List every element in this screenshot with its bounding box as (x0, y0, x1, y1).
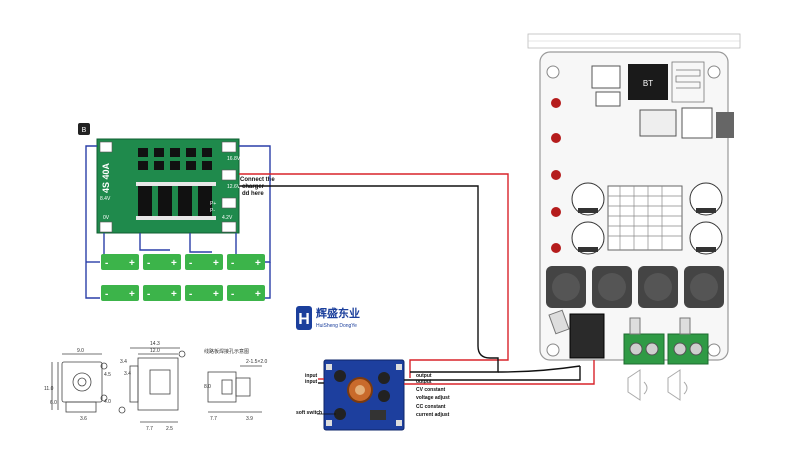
battery-cell (227, 254, 265, 270)
cell-minus: - (231, 258, 234, 269)
inductors (546, 266, 724, 308)
converter-label: current adjust (416, 412, 450, 418)
drawing-note: 线路板焊接孔示意图 (204, 348, 249, 355)
dim-label: 4.0 (104, 399, 111, 405)
dim-label: 9.0 (77, 348, 84, 354)
charger-label-line2: charger (242, 184, 265, 190)
bms-model-label: 4S 40A (101, 162, 111, 193)
converter-label: output (416, 379, 432, 385)
capacitors (571, 182, 723, 255)
dim-label: 2.5 (166, 426, 173, 432)
battery-cell (227, 285, 265, 301)
dimension-labels: 9.0 14.3 12.0 3.4 3.4 4.5 11.0 6.0 4.0 3… (44, 341, 267, 432)
speaker-icons (627, 369, 688, 401)
converter-label: input (305, 379, 318, 385)
power-wires (239, 173, 595, 385)
terminal-label: B- (225, 171, 230, 177)
cell-minus: - (189, 289, 192, 300)
converter-label: soft switch (296, 410, 322, 416)
battery-cells: + + + + + + + + - - - - - - - - (101, 254, 265, 301)
dim-label: 6.0 (50, 400, 57, 406)
battery-cell (101, 254, 139, 270)
dim-label: 8.0 (204, 384, 211, 390)
terminal-label: 12.6V (227, 184, 241, 190)
terminal-label: 0V (103, 215, 110, 221)
dim-label: 7.7 (210, 416, 217, 422)
cell-minus: - (147, 289, 150, 300)
converter-label: voltage adjust (416, 395, 450, 401)
terminal-label: P+ (210, 201, 216, 207)
dim-label: 3.4 (120, 359, 127, 365)
red-indicators (551, 98, 561, 253)
bms-icon: B (78, 123, 90, 135)
logo-brand-en: HuiSheng DongYe (316, 323, 357, 329)
bms-board: B 4S 40A 16.8V 12.6V 8.4V 4.2V (78, 123, 275, 234)
battery-cell (143, 285, 181, 301)
charger-label-line1: Connect the (240, 177, 275, 183)
cell-minus: - (105, 258, 108, 269)
terminal-label: 4.2V (222, 215, 233, 221)
cell-minus: - (147, 258, 150, 269)
cell-plus: + (171, 258, 177, 269)
speaker-terminals (623, 317, 709, 365)
cell-plus: + (255, 258, 261, 269)
converter-label: input (305, 373, 318, 379)
black-wire (239, 185, 499, 373)
svg-text:B: B (82, 127, 87, 134)
hole-note: 2-1.5×2.0 (246, 359, 267, 365)
amplifier-board: BT (527, 33, 741, 401)
cell-plus: + (255, 289, 261, 300)
cell-plus: + (129, 289, 135, 300)
cell-minus: - (105, 289, 108, 300)
buck-converter (323, 359, 405, 431)
terminal-label: 16.8V (227, 156, 241, 162)
dim-label: 3.4 (124, 371, 131, 377)
brand-logo: H 辉盛东业 HuiSheng DongYe (296, 306, 360, 330)
cell-minus: - (189, 258, 192, 269)
cell-plus: + (213, 289, 219, 300)
cell-plus: + (129, 258, 135, 269)
dim-label: 14.3 (150, 341, 160, 347)
dimension-drawing (51, 347, 262, 423)
bt-chip-label: BT (643, 79, 653, 88)
charger-label-line3: dd here (242, 191, 264, 197)
dim-label: 4.5 (104, 372, 111, 378)
logo-brand-cn: 辉盛东业 (316, 306, 360, 320)
cell-plus: + (213, 258, 219, 269)
cell-minus: - (231, 289, 234, 300)
battery-cell (185, 285, 223, 301)
converter-labels: input input output output CV constant vo… (296, 373, 450, 418)
battery-cell (143, 254, 181, 270)
logo-mark: H (298, 311, 310, 328)
red-wire (239, 173, 509, 378)
dim-label: 11.0 (44, 386, 54, 392)
dim-label: 7.7 (146, 426, 153, 432)
converter-label: output (416, 373, 432, 379)
converter-label: CV constant (416, 387, 446, 393)
battery-cell (101, 285, 139, 301)
dim-label: 12.0 (150, 348, 160, 354)
converter-label: CC constant (416, 404, 446, 410)
dim-label: 3.9 (246, 416, 253, 422)
terminal-label: 8.4V (100, 196, 111, 202)
terminal-label: P- (210, 208, 215, 214)
dim-label: 3.6 (80, 416, 87, 422)
cell-plus: + (171, 289, 177, 300)
battery-cell (185, 254, 223, 270)
